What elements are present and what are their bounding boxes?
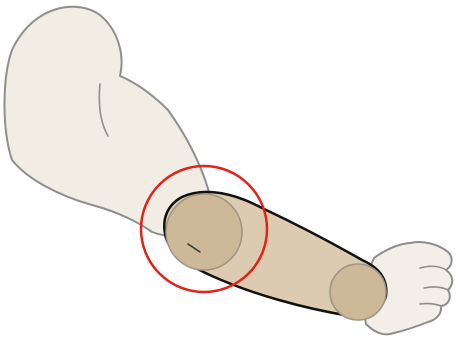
elbow-joint	[166, 194, 242, 270]
wrist-joint	[330, 264, 386, 320]
